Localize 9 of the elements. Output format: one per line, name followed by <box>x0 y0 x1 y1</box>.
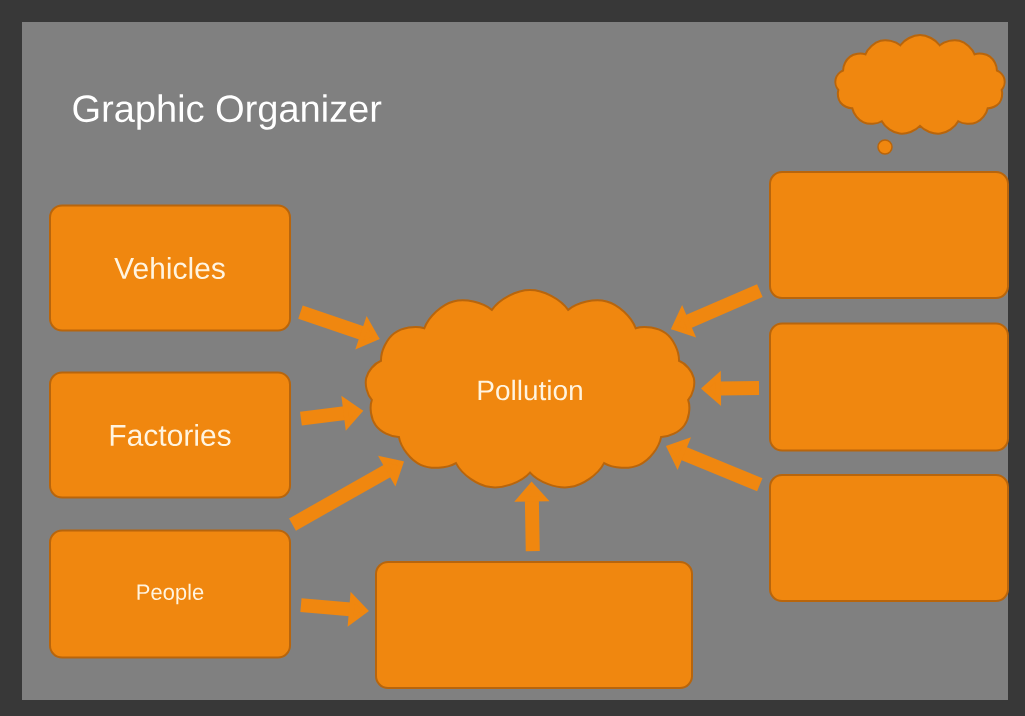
title: Graphic Organizer <box>73 94 382 130</box>
empty-box <box>375 561 693 689</box>
text-box: Factories <box>49 371 291 499</box>
empty-box <box>769 171 1009 299</box>
empty-box <box>769 474 1009 602</box>
text-box: Vehicles <box>49 204 291 332</box>
thought-cloud <box>834 34 1006 155</box>
text-box: People <box>49 529 291 659</box>
empty-box <box>769 322 1009 452</box>
